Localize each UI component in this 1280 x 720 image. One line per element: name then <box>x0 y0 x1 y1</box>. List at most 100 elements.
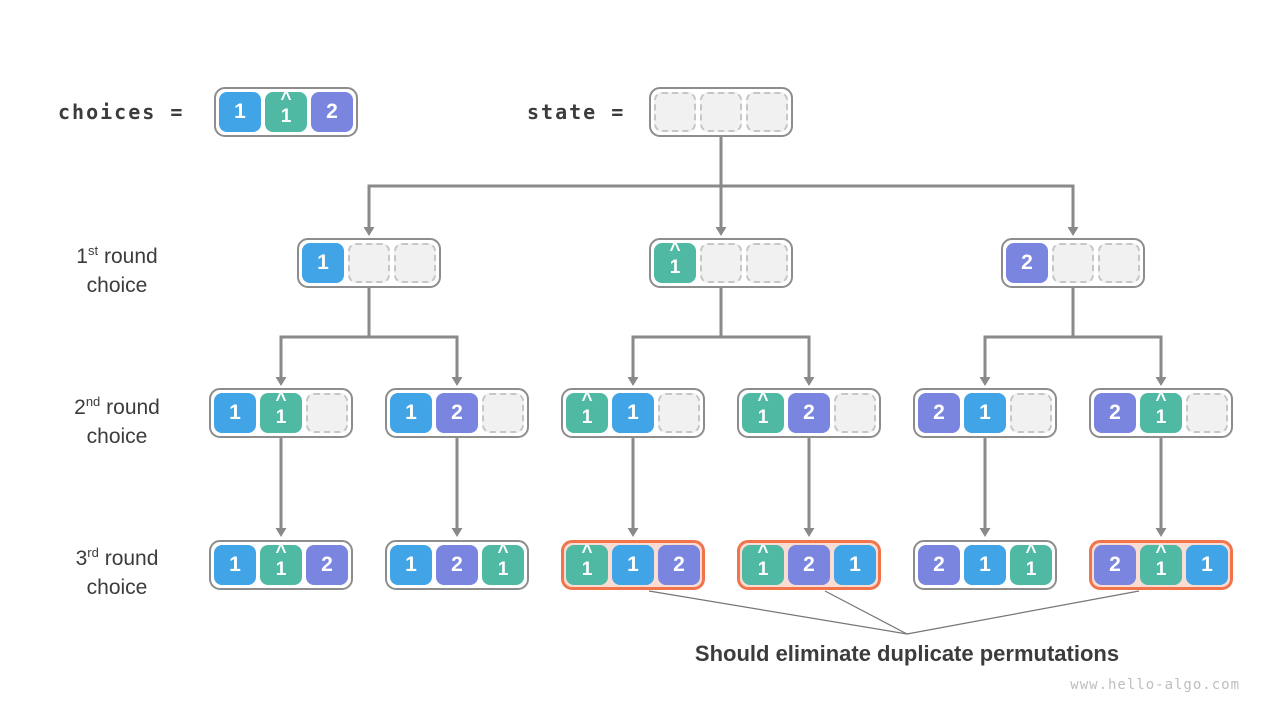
digit: 1 <box>497 559 509 580</box>
cell-1: 1 <box>214 545 256 585</box>
cell-empty <box>1098 243 1140 283</box>
hat-mark: ^ <box>757 542 769 563</box>
cell-1: 1 <box>390 393 432 433</box>
cell-empty <box>658 393 700 433</box>
cell-empty <box>1052 243 1094 283</box>
digit: 1 <box>1025 559 1037 580</box>
round-2-word2: choice <box>86 425 148 448</box>
cell-empty <box>746 243 788 283</box>
cell-1-hat: ^1 <box>742 542 784 585</box>
cell-empty <box>1186 393 1228 433</box>
node-round1-2: 2 <box>1001 238 1145 288</box>
cell-empty <box>700 92 742 132</box>
digit: 1 <box>757 559 769 580</box>
cell-1-hat: ^1 <box>1010 542 1052 585</box>
cell-empty <box>482 393 524 433</box>
hat-mark: ^ <box>669 240 681 261</box>
cell-1-hat: ^1 <box>566 542 608 585</box>
choices-label: choices = <box>58 100 185 124</box>
node-round2-5: 2^1 <box>1089 388 1233 438</box>
cell-empty <box>306 393 348 433</box>
cell-1: 1 <box>1186 545 1228 585</box>
round-1-ordinal-suffix: st <box>87 243 99 258</box>
cell-1-hat: ^1 <box>742 390 784 433</box>
cell-1: 1 <box>390 545 432 585</box>
cell-empty <box>654 92 696 132</box>
cell-2: 2 <box>311 92 353 132</box>
round-1-word: round <box>103 245 158 268</box>
digit: 1 <box>1155 559 1167 580</box>
cell-1-hat: ^1 <box>260 390 302 433</box>
state-label: state = <box>527 100 626 124</box>
cell-2: 2 <box>436 545 478 585</box>
cell-2: 2 <box>306 545 348 585</box>
round-3-word: round <box>104 547 159 570</box>
cell-2: 2 <box>788 545 830 585</box>
cell-empty <box>1010 393 1052 433</box>
round-3-number: 3 <box>75 547 88 570</box>
hat-mark: ^ <box>280 89 292 110</box>
cell-1-hat: ^1 <box>1140 542 1182 585</box>
digit: 1 <box>669 257 681 278</box>
cell-empty <box>700 243 742 283</box>
digit: 1 <box>757 407 769 428</box>
hat-mark: ^ <box>581 390 593 411</box>
round-1-number: 1 <box>76 245 88 268</box>
hat-mark: ^ <box>1025 542 1037 563</box>
node-round1-1: ^1 <box>649 238 793 288</box>
cell-1-hat: ^1 <box>265 89 307 132</box>
cell-2: 2 <box>1094 393 1136 433</box>
digit: 1 <box>1155 407 1167 428</box>
cell-1: 1 <box>214 393 256 433</box>
hat-mark: ^ <box>581 542 593 563</box>
cell-1-hat: ^1 <box>260 542 302 585</box>
cell-1-hat: ^1 <box>482 542 524 585</box>
digit: 1 <box>280 106 292 127</box>
digit: 1 <box>581 559 593 580</box>
hat-mark: ^ <box>1155 390 1167 411</box>
watermark: www.hello-algo.com <box>1070 677 1240 693</box>
cell-2: 2 <box>918 393 960 433</box>
cell-1: 1 <box>964 545 1006 585</box>
cell-2: 2 <box>658 545 700 585</box>
hat-mark: ^ <box>275 390 287 411</box>
hat-mark: ^ <box>497 542 509 563</box>
cell-2: 2 <box>436 393 478 433</box>
round-3-ordinal-suffix: rd <box>87 545 99 560</box>
cell-2: 2 <box>788 393 830 433</box>
round-3-word2: choice <box>86 576 148 599</box>
cell-1-hat: ^1 <box>1140 390 1182 433</box>
cell-1-hat: ^1 <box>566 390 608 433</box>
round-2-number: 2 <box>74 396 86 419</box>
digit: 1 <box>275 559 287 580</box>
hat-mark: ^ <box>757 390 769 411</box>
cell-empty <box>746 92 788 132</box>
duplicate-caption: Should eliminate duplicate permutations <box>694 641 1120 666</box>
cell-1: 1 <box>302 243 344 283</box>
hat-mark: ^ <box>1155 542 1167 563</box>
cell-2: 2 <box>1094 545 1136 585</box>
node-round1-0: 1 <box>297 238 441 288</box>
cell-1: 1 <box>612 393 654 433</box>
hat-mark: ^ <box>275 542 287 563</box>
cell-1: 1 <box>964 393 1006 433</box>
cell-1-hat: ^1 <box>654 240 696 283</box>
digit: 1 <box>581 407 593 428</box>
cell-2: 2 <box>1006 243 1048 283</box>
state-box <box>649 87 793 137</box>
